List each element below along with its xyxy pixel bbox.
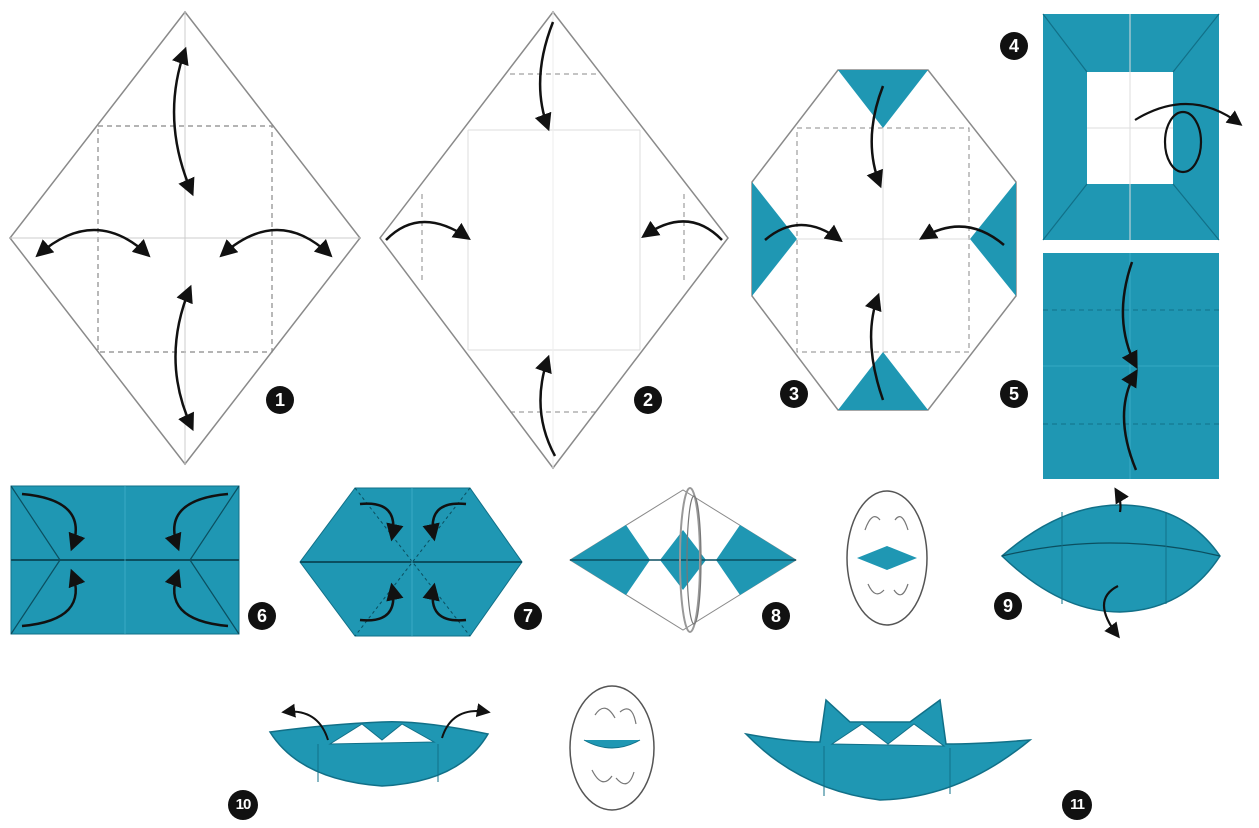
step-7-diagram — [300, 488, 522, 636]
step-number-3: 3 — [780, 380, 808, 408]
boat-shape — [270, 722, 488, 786]
hand-inset-oval — [570, 686, 654, 810]
step-3-diagram — [752, 70, 1016, 410]
step-1-diagram — [10, 12, 360, 464]
step-4-diagram — [1043, 14, 1240, 240]
step-number-4: 4 — [1000, 32, 1028, 60]
step-number-6: 6 — [248, 602, 276, 630]
step-5-diagram — [1043, 253, 1219, 479]
step-6-diagram — [11, 486, 239, 634]
finished-boat — [746, 700, 1030, 800]
step-number-5: 5 — [1000, 380, 1028, 408]
step-11-diagram — [746, 700, 1030, 800]
boat-shape — [1002, 505, 1220, 612]
step-number-11: 11 — [1062, 790, 1092, 820]
step-number-9: 9 — [994, 592, 1022, 620]
step-10-diagram — [270, 711, 488, 786]
step-number-2: 2 — [634, 386, 662, 414]
step-9-diagram — [1002, 490, 1220, 636]
hand-inset-oval — [847, 491, 927, 625]
square-paper — [380, 12, 728, 468]
step-number-8: 8 — [762, 602, 790, 630]
step-number-7: 7 — [514, 602, 542, 630]
step-number-10: 10 — [228, 790, 258, 820]
step-number-1: 1 — [266, 386, 294, 414]
step-2-diagram — [380, 12, 728, 468]
